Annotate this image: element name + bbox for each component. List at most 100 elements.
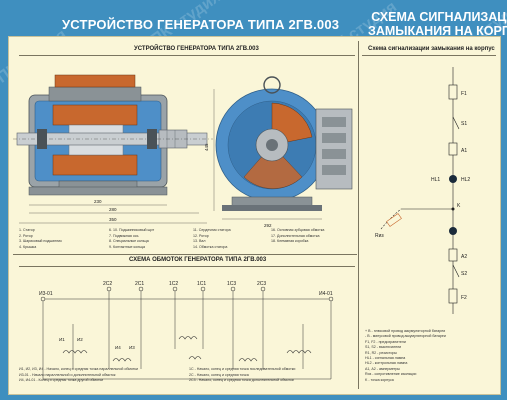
caption-underline xyxy=(19,55,355,56)
dimension-label: 350 xyxy=(109,217,117,222)
component-label: S1 xyxy=(461,121,467,127)
terminals xyxy=(40,286,334,302)
section-divider xyxy=(13,254,357,255)
leakage-resistor xyxy=(386,213,402,227)
terminal-label: 1С3 xyxy=(227,281,236,287)
legend-item: 14. Обмотка статора xyxy=(193,244,228,249)
terminal-label: 1С2 xyxy=(169,281,178,287)
ammeters xyxy=(448,142,458,262)
component-label: HL1 xyxy=(431,177,440,183)
caption-underline xyxy=(362,55,496,56)
legend-item: 11. Сердечник статора xyxy=(193,228,231,232)
component-label: A2 xyxy=(461,254,467,260)
windings-caption: СХЕМА ОБМОТОК ГЕНЕРАТОРА ТИПА 2ГВ.003 xyxy=(129,257,267,263)
windings-note: И3-01 - Начало параллельной и дополнител… xyxy=(19,372,116,377)
legend-item: 6. 10. Подшипниковый щит xyxy=(109,228,155,232)
switches xyxy=(452,116,460,278)
device-legend-col3: 11. Сердечник статора 12. Ротор 13. Вал … xyxy=(193,228,231,250)
lamp-icon xyxy=(449,227,457,235)
windings-notes-left: И1, И2, И3, И4 - Начало, конец и средняя… xyxy=(19,367,138,384)
dimension-lines xyxy=(213,89,322,220)
component-label: A1 xyxy=(461,148,467,154)
terminal-label: 2С2 xyxy=(103,281,112,287)
windings-note: 2С3 - Начало, конец и средняя точка допо… xyxy=(189,378,294,383)
fuses xyxy=(448,84,458,304)
terminal-label: И2 xyxy=(77,337,83,342)
node-k xyxy=(451,207,455,211)
component-label: Rиз xyxy=(375,233,384,239)
windings-note: 1С - Начало, конец и средняя точка после… xyxy=(189,367,296,371)
rotor-shaft xyxy=(13,129,213,149)
device-legend-col2: 6. 10. Подшипниковый щит 7. Подвижная ос… xyxy=(109,228,154,250)
device-legend-col1: 1. Статор 2. Ротор 3. Шариковый подшипни… xyxy=(19,228,62,250)
legend-item: S1, S2 - выключатели xyxy=(365,345,402,350)
dimension-lines xyxy=(19,204,207,224)
generator-end-view: 445 292 xyxy=(204,76,353,228)
legend-item: K - точка корпуса xyxy=(365,377,394,382)
legend-item: 3. Шариковый подшипник xyxy=(19,239,62,244)
windings-notes-mid: 1С - Начало, конец и средняя точка после… xyxy=(189,367,295,384)
windings-diagram: 2С2 2С1 1С2 1С1 1С3 2С3 И3-01 И4-01 И1 И… xyxy=(39,281,334,380)
bearings xyxy=(37,129,157,149)
component-label: HL2 xyxy=(461,177,470,183)
terminal-label: И4 xyxy=(115,345,121,350)
legend-item: - В - минусовой провод аккумуляторной ба… xyxy=(365,334,446,339)
terminal-label: И1 xyxy=(59,337,65,342)
terminal-label: И3 xyxy=(129,345,135,350)
content-panel: УСТРОЙСТВО ГЕНЕРАТОРА ТИПА 2ГВ.003 Схема… xyxy=(8,36,501,395)
legend-item: HL1 - сигнальная лампа xyxy=(365,356,406,361)
legend-item: 2. Ротор xyxy=(19,233,33,238)
signal-lamps xyxy=(449,175,457,235)
legend-item: 8. Специальные кольца xyxy=(109,239,149,244)
dimension-label: 445 xyxy=(204,143,209,151)
signal-caption: Схема сигнализации замыкания на корпус xyxy=(368,46,495,52)
component-label: S2 xyxy=(461,271,467,277)
windings-note: И1, И2, И3, И4 - Начало, конец и средняя… xyxy=(19,367,138,371)
legend-item: 18. Клеммная коробка xyxy=(271,239,309,244)
legend-item: R1, R2 - резисторы xyxy=(365,350,397,355)
legend-item: А1, А2 - амперметры xyxy=(365,366,400,371)
signal-legend: + В - плюсовой провод аккумуляторной бат… xyxy=(365,329,446,383)
legend-item: 1. Статор xyxy=(19,228,35,232)
legend-item: 12. Ротор xyxy=(193,233,209,238)
legend-item: Rиз - сопротивление изоляции xyxy=(365,372,417,377)
legend-item: 17. Дополнительная обмотка xyxy=(271,233,320,238)
dimension-label: 280 xyxy=(109,207,117,212)
caption-underline xyxy=(19,266,355,267)
legend-item: 16. Основная зубцовая обмотка xyxy=(271,228,325,232)
legend-item: 9. Контактные кольца xyxy=(109,244,146,249)
title-line-1: СХЕМА СИГНАЛИЗАЦИИ xyxy=(371,10,507,24)
winding-coils xyxy=(62,336,312,362)
terminal-label: 2С3 xyxy=(257,281,266,287)
terminal-label: 2С1 xyxy=(135,281,144,287)
dimension-label: 292 xyxy=(264,223,272,228)
component-label: F1 xyxy=(461,91,467,97)
windings-note: И4, И4-01 - Конец и средняя точка другой… xyxy=(19,378,104,383)
page-title: УСТРОЙСТВО ГЕНЕРАТОРА ТИПА 2ГВ.003 xyxy=(62,17,340,32)
legend-item: F1, F2 - предохранители xyxy=(365,339,406,344)
signal-wires xyxy=(380,67,454,314)
terminal-box xyxy=(315,108,353,190)
component-label: F2 xyxy=(461,295,467,301)
device-legend-col4: 16. Основная зубцовая обмотка 17. Дополн… xyxy=(271,228,324,245)
terminal-label: 1С1 xyxy=(197,281,206,287)
end-view-frame xyxy=(215,76,329,211)
windings-note: 2С - Начало, конец и средняя точка xyxy=(189,372,249,377)
legend-item: + В - плюсовой провод аккумуляторной бат… xyxy=(365,329,446,333)
legend-item: 4. Крышка xyxy=(19,244,37,249)
lamp-icon xyxy=(449,175,457,183)
dimension-label: 230 xyxy=(94,199,102,204)
generator-feet xyxy=(28,186,168,196)
section-divider xyxy=(358,41,359,389)
device-caption: УСТРОЙСТВО ГЕНЕРАТОРА ТИПА 2ГВ.003 xyxy=(134,46,259,52)
terminal-label: И4-01 xyxy=(319,291,333,297)
component-label: K xyxy=(457,203,461,209)
windings-wires xyxy=(41,289,333,380)
legend-item: 13. Вал xyxy=(193,239,206,244)
signal-scheme: F1 S1 A1 HL1 HL2 K A2 S2 F2 Rиз xyxy=(375,67,470,314)
generator-side-section: 230 280 350 xyxy=(13,74,213,224)
legend-item: HL2 - контрольная лампа xyxy=(365,361,408,366)
